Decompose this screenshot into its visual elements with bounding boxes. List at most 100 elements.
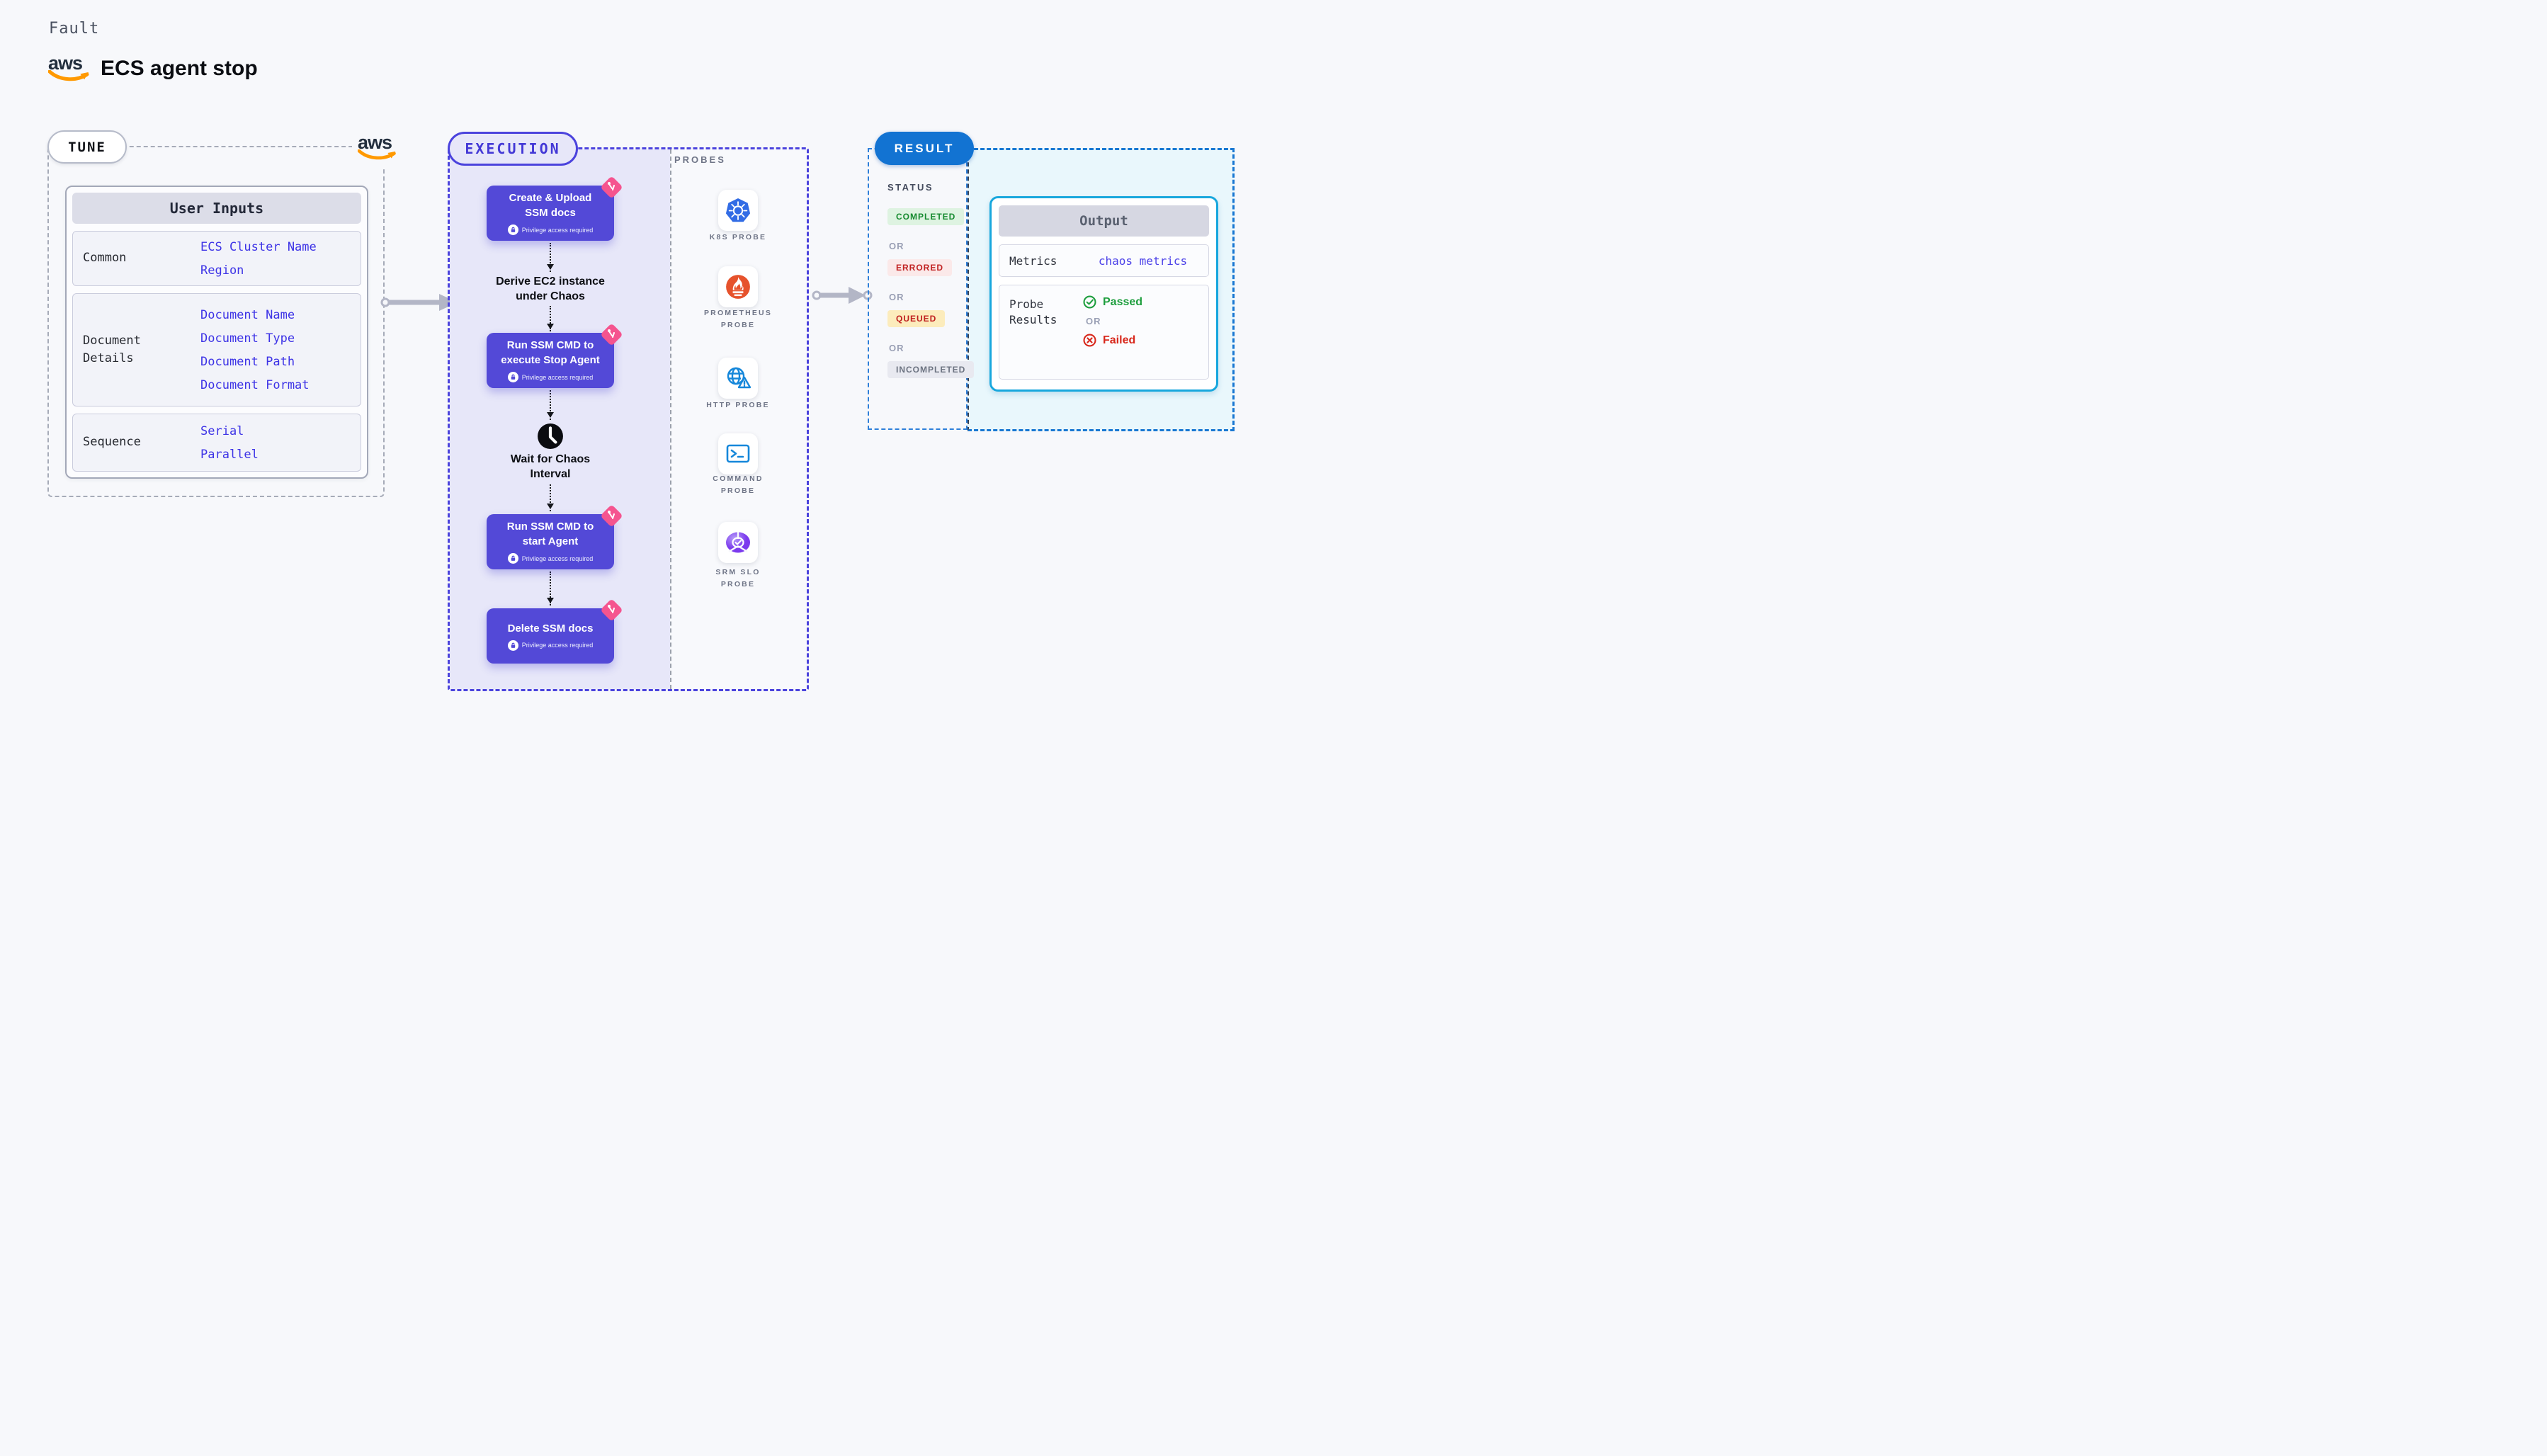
probe-label-line: K8S PROBE [709, 233, 767, 241]
prometheus-icon [726, 275, 750, 299]
flow-arrow-down [547, 390, 554, 420]
aws-swoosh-icon [48, 70, 89, 81]
probe-label-line: PROBE [720, 487, 756, 495]
chaos-icon [600, 504, 623, 528]
status-heading: STATUS [887, 182, 934, 193]
aws-logo-text: aws [48, 52, 83, 74]
clock-icon [538, 423, 563, 449]
probe-label-line: PROMETHEUS [703, 309, 773, 317]
aws-swoosh-icon [358, 149, 396, 159]
probe-label-line: COMMAND [713, 474, 764, 483]
node-run-ssm-cmd-start-agent: Run SSM CMD to start Agent Privilege acc… [487, 504, 623, 569]
status-badge-completed: COMPLETED [887, 208, 965, 225]
status-badge-errored: ERRORED [887, 259, 953, 276]
srm-slo-icon [726, 532, 750, 553]
user-inputs-row-sequence: Sequence Serial Parallel [72, 414, 361, 472]
passed-check-icon [1083, 295, 1096, 309]
failed-x-icon [1083, 334, 1096, 347]
http-globe-icon [727, 367, 751, 389]
lock-icon [507, 639, 518, 651]
input-link[interactable]: Serial [200, 423, 244, 438]
passed-row: Passed [1083, 295, 1208, 309]
probe-results-label-line: Probe [1009, 297, 1044, 311]
input-link[interactable]: Document Name [200, 307, 295, 322]
input-link[interactable]: ECS Cluster Name [200, 239, 317, 254]
wait-chaos-interval-step: Wait for Chaos Interval [476, 452, 625, 482]
chaos-icon [600, 323, 623, 346]
tune-section-box [47, 146, 385, 497]
input-link[interactable]: Document Path [200, 354, 295, 369]
page-title: ECS agent stop [101, 57, 258, 80]
lock-icon [507, 372, 518, 382]
aws-logo-tune-corner: aws [352, 125, 404, 169]
probe-label-prometheus: PROMETHEUS PROBE [678, 307, 798, 331]
terminal-icon [726, 444, 750, 463]
user-inputs-row-common: Common ECS Cluster Name Region [72, 231, 361, 286]
probe-card-k8s [718, 190, 758, 231]
privilege-label: Privilege access required [521, 226, 594, 234]
probe-label-k8s: K8S PROBE [678, 232, 798, 244]
lock-icon [507, 224, 518, 235]
input-link[interactable]: Document Type [200, 331, 295, 346]
probes-area [670, 149, 807, 689]
aws-logo: aws [48, 54, 92, 82]
metrics-value-link[interactable]: chaos metrics [1098, 254, 1188, 268]
user-inputs-header: User Inputs [72, 193, 361, 224]
or-label: OR [1086, 316, 1101, 326]
output-header: Output [999, 205, 1209, 237]
chaos-icon [600, 176, 623, 199]
step-line: Interval [530, 468, 571, 480]
tune-section-pill: TUNE [47, 130, 127, 164]
result-section-pill: RESULT [875, 132, 974, 165]
failed-row: Failed [1083, 334, 1208, 347]
privilege-label: Privilege access required [521, 373, 594, 381]
flow-arrow-down [547, 484, 554, 511]
lock-icon [507, 553, 518, 564]
row-label: Common [83, 251, 127, 266]
metrics-row: Metrics chaos metrics [999, 244, 1209, 277]
probe-results-row: Probe Results Passed OR Failed [999, 285, 1209, 380]
probe-results-label-line: Results [1009, 313, 1057, 326]
probe-card-prometheus [718, 266, 758, 307]
probe-results-label: Probe Results [999, 285, 1083, 379]
probe-label-srm-slo: SRM SLO PROBE [678, 567, 798, 591]
fault-eyebrow: Fault [49, 20, 100, 38]
row-label: Sequence [83, 435, 141, 450]
probe-label-http: HTTP PROBE [678, 399, 798, 411]
input-link[interactable]: Document Format [200, 377, 310, 392]
flow-arrow-down [547, 243, 554, 272]
failed-label: Failed [1103, 334, 1136, 346]
step-line: Derive EC2 instance [496, 275, 605, 288]
aws-logo-text: aws [358, 131, 392, 153]
node-title: Run SSM CMD to [506, 521, 594, 533]
or-label: OR [889, 241, 904, 251]
node-title: start Agent [522, 535, 579, 547]
node-title: SSM docs [525, 207, 576, 219]
probe-label-line: HTTP PROBE [706, 401, 770, 409]
probe-label-command: COMMAND PROBE [678, 473, 798, 497]
privilege-label: Privilege access required [521, 554, 594, 562]
probe-card-command [718, 433, 758, 474]
output-box: Output Metrics chaos metrics Probe Resul… [989, 196, 1218, 392]
or-label: OR [889, 343, 904, 353]
passed-label: Passed [1103, 295, 1143, 308]
input-link[interactable]: Parallel [200, 447, 259, 462]
privilege-label: Privilege access required [521, 642, 594, 649]
execution-section-box [448, 147, 809, 691]
flow-arrow-down [547, 306, 554, 331]
user-inputs-card: User Inputs Common ECS Cluster Name Regi… [65, 186, 368, 479]
step-line: under Chaos [516, 290, 585, 302]
node-delete-ssm-docs: Delete SSM docs Privilege access require… [487, 598, 623, 664]
node-create-upload-ssm-docs: Create & Upload SSM docs Privilege acces… [487, 176, 623, 241]
input-link[interactable]: Region [200, 263, 244, 278]
execution-to-result-arrow [812, 287, 873, 304]
status-badge-queued: QUEUED [887, 310, 946, 327]
probe-label-line: PROBE [720, 321, 756, 329]
execution-section-pill: EXECUTION [448, 132, 578, 166]
kubernetes-icon [725, 198, 751, 222]
node-title: Delete SSM docs [507, 622, 594, 635]
node-title: Run SSM CMD to [506, 339, 594, 351]
probes-heading: PROBES [674, 154, 726, 165]
user-inputs-row-document-details: Document Details Document Name Document … [72, 293, 361, 406]
probe-card-srm-slo [718, 522, 758, 563]
